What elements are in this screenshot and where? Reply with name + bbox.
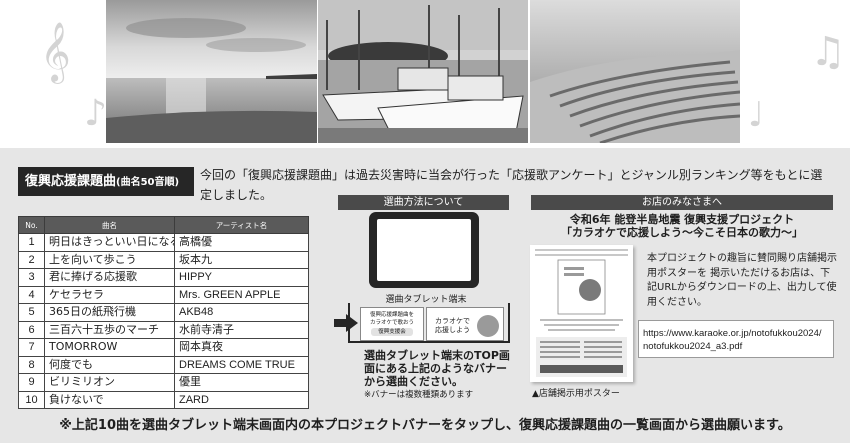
song-list-title-main: 復興応援課題曲 (25, 174, 117, 189)
treble-clef-icon: 𝄞 (40, 22, 71, 82)
row-number: 4 (18, 285, 45, 304)
tablet-screen (377, 219, 471, 281)
method-section-header: 選曲方法について (338, 195, 509, 210)
url-line-2[interactable]: notofukkou2024_a3.pdf (643, 341, 743, 352)
song-title: ビリミリオン (44, 373, 175, 392)
song-title: 明日はきっといい日になる (44, 233, 175, 252)
artist-name: ZARD (174, 390, 309, 409)
project-banner-sample-2: カラオケで 応援しよう (426, 307, 504, 341)
music-note-icon: ♫ (810, 29, 846, 75)
project-banner-sample-1: 復興応援課題曲を カラオケで歌おう 復興支援会 (360, 307, 424, 341)
banner-text: カラオケで 応援しよう (435, 317, 475, 335)
artist-name: 岡本真夜 (174, 338, 309, 357)
song-title: 上を向いて歩こう (44, 250, 175, 269)
music-note-icon: ♩ (748, 95, 765, 135)
row-number: 7 (18, 338, 45, 357)
artist-name: 優里 (174, 373, 309, 392)
column-header-no: No. (18, 216, 45, 234)
fishing-boats-photo (318, 0, 528, 143)
banner-text-line: カラオケで歌おう (369, 320, 414, 326)
artist-name: DREAMS COME TRUE (174, 355, 309, 374)
banner-text-line: 復興応援課題曲を (369, 312, 414, 318)
method-instructions: 選曲タブレット端末のTOP画面にある上記のようなバナーから選曲ください。 (364, 349, 510, 388)
song-title: TOMORROW (44, 338, 175, 357)
row-number: 9 (18, 373, 45, 392)
tablet-caption: 選曲タブレット端末 (385, 295, 467, 305)
rice-terraces-photo (530, 0, 740, 143)
poster-download-url[interactable]: https://www.karaoke.or.jp/notofukkou2024… (638, 320, 834, 358)
row-number: 8 (18, 355, 45, 374)
song-table-header: No. 曲名 アーティスト名 (18, 216, 309, 234)
song-title: 三百六十五歩のマーチ (44, 320, 175, 339)
arrow-right-icon (334, 314, 358, 332)
artist-name: AKB48 (174, 303, 309, 322)
project-title-line-1: 令和6年 能登半島地震 復興支援プロジェクト (569, 213, 795, 226)
banner-text-line: 復興支援会 (371, 328, 413, 336)
song-title: 君に捧げる応援歌 (44, 268, 175, 287)
tablet-illustration (369, 212, 479, 288)
song-title: 365日の紙飛行機 (44, 303, 175, 322)
row-number: 6 (18, 320, 45, 339)
banner-badge (477, 315, 499, 337)
row-number: 5 (18, 303, 45, 322)
method-note: ※バナーは複数種類あります (364, 390, 474, 400)
song-list-title: 復興応援課題曲(曲名50音順) (18, 167, 194, 196)
song-list-title-sub: (曲名50音順) (116, 177, 180, 188)
column-header-song: 曲名 (44, 216, 175, 234)
banner-text-line: 応援しよう (435, 326, 470, 334)
footer-notice: ※上記10曲を選曲タブレット端末画面内の本プロジェクトバナーをタップし、復興応援… (59, 418, 791, 433)
photo-band: 𝄞 ♪ ♫ ♩ (0, 0, 850, 148)
store-section-header: お店のみなさまへ (531, 195, 833, 210)
song-title: ケセラセラ (44, 285, 175, 304)
song-title: 何度でも (44, 355, 175, 374)
artist-name: 高橋優 (174, 233, 309, 252)
sunset-beach-photo (106, 0, 317, 143)
project-title-line-2: 「カラオケで応援しよう〜今こそ日本の歌力〜」 (561, 226, 803, 239)
artist-name: 坂本九 (174, 250, 309, 269)
row-number: 2 (18, 250, 45, 269)
store-poster-thumbnail (530, 245, 633, 382)
store-description: 本プロジェクトの趣旨に賛同賜り店舗掲示用ポスターを 掲示いただけるお店は、下記U… (647, 253, 837, 308)
artist-name: 水前寺清子 (174, 320, 309, 339)
row-number: 3 (18, 268, 45, 287)
row-number: 10 (18, 390, 45, 409)
artist-name: HIPPY (174, 268, 309, 287)
project-title: 令和6年 能登半島地震 復興支援プロジェクト 「カラオケで応援しよう〜今こそ日本… (531, 213, 833, 239)
row-number: 1 (18, 233, 45, 252)
music-note-icon: ♪ (84, 93, 107, 134)
song-title: 負けないで (44, 390, 175, 409)
artist-name: Mrs. GREEN APPLE (174, 285, 309, 304)
banner-text-line: カラオケで (435, 317, 470, 325)
intro-text: 今回の「復興応援課題曲」は過去災害時に当会が行った「応援歌アンケート」とジャンル… (200, 168, 823, 202)
url-line-1[interactable]: https://www.karaoke.or.jp/notofukkou2024… (643, 328, 822, 339)
poster-caption: ▲店舗掲示用ポスター (532, 389, 620, 399)
column-header-artist: アーティスト名 (174, 216, 309, 234)
